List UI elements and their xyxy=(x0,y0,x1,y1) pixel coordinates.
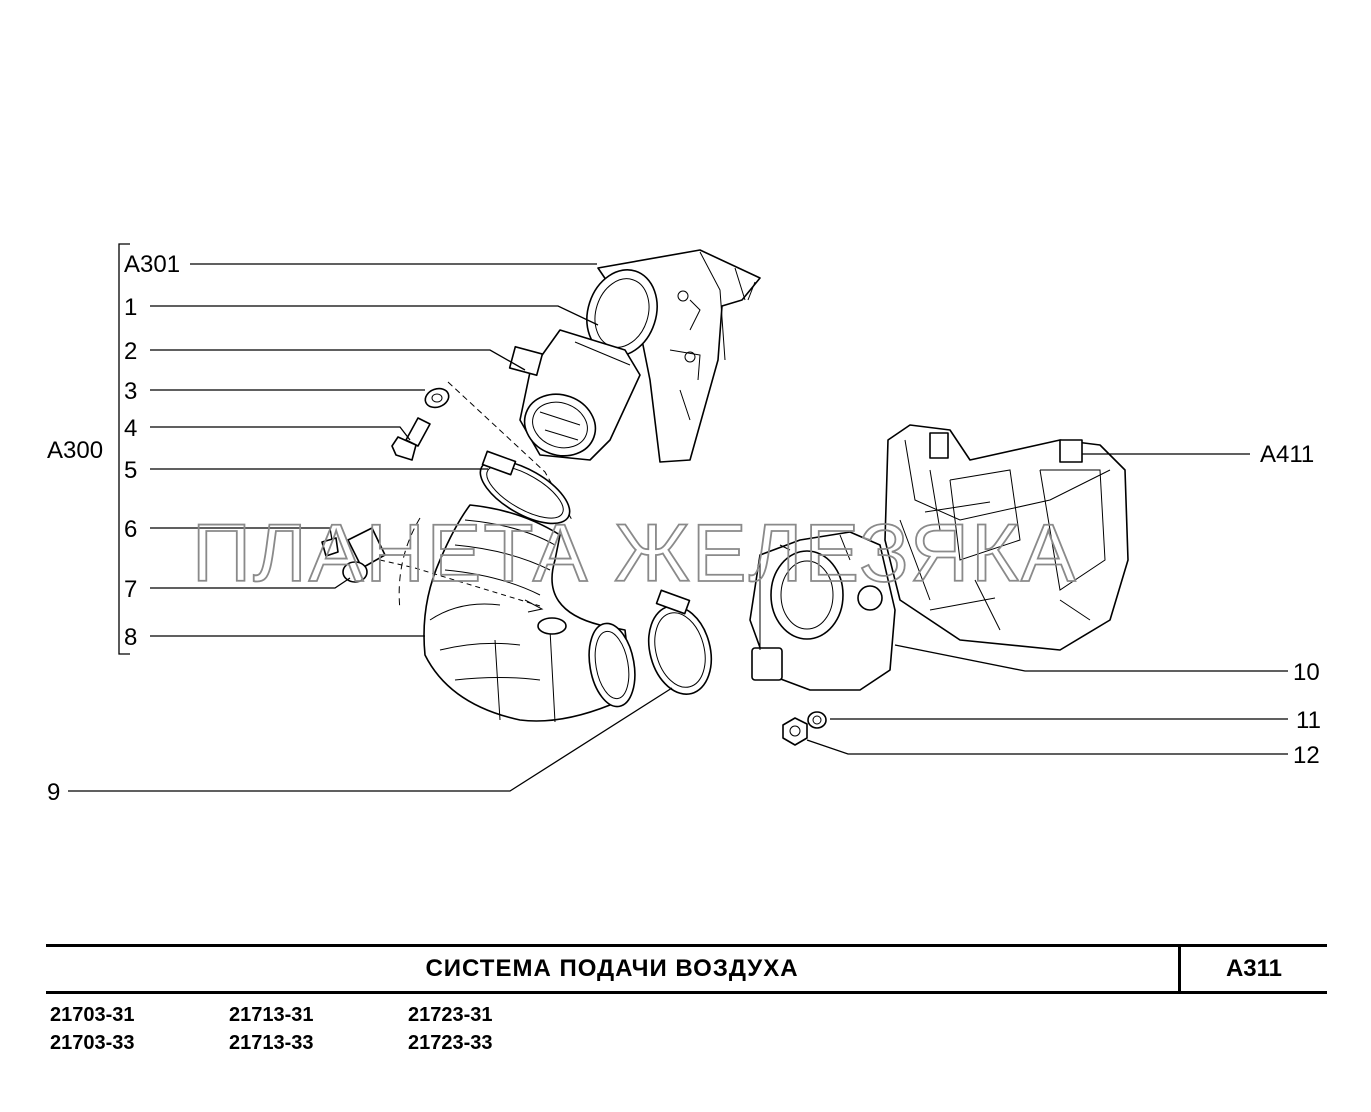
intake-manifold-drawing xyxy=(884,424,1129,651)
callout-7: 7 xyxy=(124,576,137,603)
model-code: 21723-33 xyxy=(408,1032,493,1054)
callout-12: 12 xyxy=(1293,742,1320,769)
watermark: ПЛАНЕТА ЖЕЛЕЗЯКА xyxy=(192,508,1078,599)
group-bracket xyxy=(118,243,130,655)
callout-6: 6 xyxy=(124,516,137,543)
callout-9: 9 xyxy=(47,779,60,806)
model-code: 21713-31 xyxy=(229,1004,314,1026)
callout-a411: А411 xyxy=(1260,441,1314,468)
model-code: 21713-33 xyxy=(229,1032,314,1054)
model-list: 21703-31 21713-31 21723-31 21703-33 2171… xyxy=(50,1004,587,1054)
mass-air-flow-sensor-drawing xyxy=(508,329,641,461)
air-intake-hose-drawing xyxy=(398,504,636,723)
callout-4: 4 xyxy=(124,415,137,442)
throttle-body-drawing xyxy=(749,531,896,691)
hose-clamp-upper-drawing xyxy=(479,450,571,525)
diagram-title: СИСТЕМА ПОДАЧИ ВОЗДУХА xyxy=(425,955,799,982)
callout-5: 5 xyxy=(124,457,137,484)
title-block: СИСТЕМА ПОДАЧИ ВОЗДУХА А311 21703-31 217… xyxy=(46,944,1327,1054)
callout-10: 10 xyxy=(1293,659,1320,686)
callout-3: 3 xyxy=(124,378,137,405)
washer-and-nut-drawing xyxy=(782,711,827,746)
callout-11: 11 xyxy=(1296,707,1321,734)
air-filter-housing-drawing xyxy=(586,249,761,463)
hose-clamp-lower-drawing xyxy=(647,589,713,695)
callout-8: 8 xyxy=(124,624,137,651)
model-code: 21703-31 xyxy=(50,1004,135,1026)
callout-a300: А300 xyxy=(47,437,103,464)
washer-and-bolt-drawing xyxy=(391,381,573,521)
diagram-code: А311 xyxy=(1178,947,1327,991)
callout-1: 1 xyxy=(124,294,137,321)
model-code: 21703-33 xyxy=(50,1032,135,1054)
model-code: 21723-31 xyxy=(408,1004,493,1026)
title-row: СИСТЕМА ПОДАЧИ ВОЗДУХА А311 xyxy=(46,944,1327,994)
callout-a301: А301 xyxy=(124,251,180,278)
leader-lines xyxy=(68,263,1288,792)
callout-2: 2 xyxy=(124,338,137,365)
breather-fitting-drawing xyxy=(321,527,544,613)
